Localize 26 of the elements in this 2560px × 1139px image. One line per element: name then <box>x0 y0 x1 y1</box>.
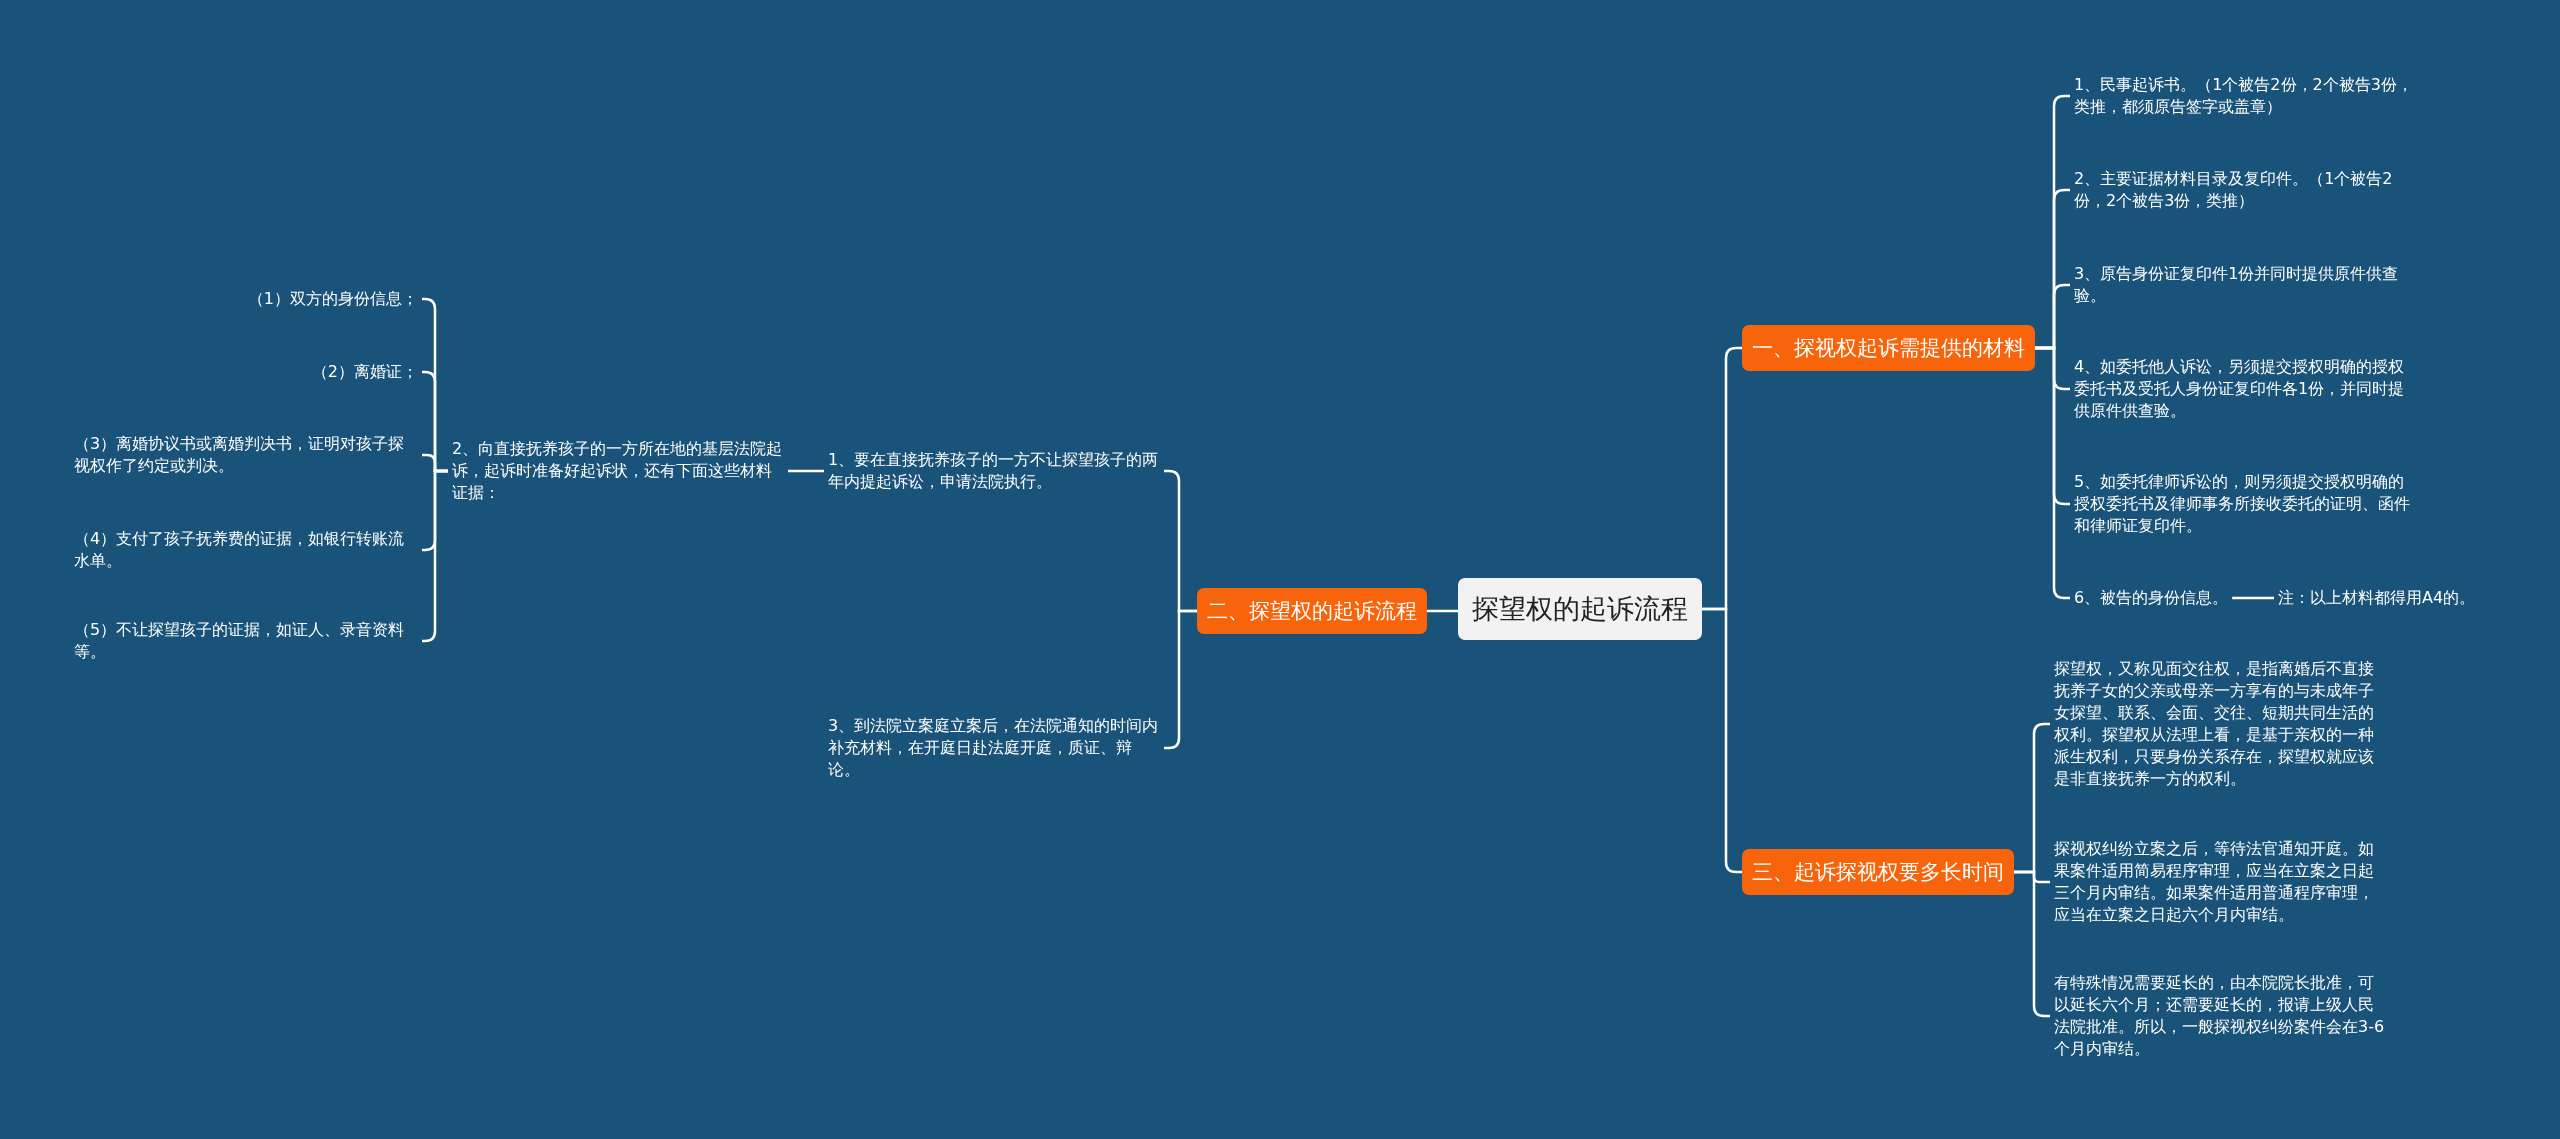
topic-text: （3）离婚协议书或离婚判决书，证明对孩子探视权作了约定或判决。 <box>70 431 422 479</box>
central-topic-box: 探望权的起诉流程 <box>1458 578 1702 640</box>
topic-text: 探视权纠纷立案之后，等待法官通知开庭。如果案件适用简易程序审理，应当在立案之日起三个月内审结。如果案件适用普通程序审理，应当在立案之日起六个月内审结。 <box>2050 836 2390 928</box>
topic-text: 1、要在直接抚养孩子的一方不让探望孩子的两年内提起诉讼，申请法院执行。 <box>824 447 1164 495</box>
connector-line <box>788 469 824 473</box>
topic-text: 5、如委托律师诉讼的，则另须提交授权明确的授权委托书及律师事务所接收委托的证明、函件和律师证复印件。 <box>2070 469 2420 539</box>
topic-box: 三、起诉探视权要多长时间 <box>1742 849 2014 895</box>
topic-text: 2、主要证据材料目录及复印件。（1个被告2份，2个被告3份，类推） <box>2070 166 2420 214</box>
topic-text: （5）不让探望孩子的证据，如证人、录音资料等。 <box>70 617 422 665</box>
topic-text: 有特殊情况需要延长的，由本院院长批准，可以延长六个月；还需要延长的，报请上级人民法院批准。所以，一般探视权纠纷案件会在3-6个月内审结。 <box>2050 970 2390 1062</box>
topic-box: 一、探视权起诉需提供的材料 <box>1742 325 2035 371</box>
topic-text: （2）离婚证； <box>70 359 422 385</box>
topic-text: 探望权，又称见面交往权，是指离婚后不直接抚养子女的父亲或母亲一方享有的与未成年子女探望、联系、会面、交往、短期共同生活的权利。探望权从法理上看，是基于亲权的一种派生权利，只要身份关系存在，探望权就应该是非直接抚养一方的权利。 <box>2050 656 2390 792</box>
topic-text: 3、到法院立案庭立案后，在法院通知的时间内补充材料，在开庭日赴法庭开庭，质证、辩论。 <box>824 713 1164 783</box>
topic-text: 2、向直接抚养孩子的一方所在地的基层法院起诉，起诉时准备好起诉状，还有下面这些材料证据： <box>448 436 788 506</box>
connector-line <box>1427 609 1458 613</box>
topic-text: （1）双方的身份信息； <box>70 286 422 312</box>
topic-box: 二、探望权的起诉流程 <box>1197 588 1427 634</box>
topic-text: 3、原告身份证复印件1份并同时提供原件供查验。 <box>2070 261 2420 309</box>
topic-text: 注：以上材料都得用A4的。 <box>2274 585 2480 611</box>
topic-text: （4）支付了孩子抚养费的证据，如银行转账流水单。 <box>70 526 422 574</box>
connector-line <box>2232 596 2274 600</box>
topic-text: 1、民事起诉书。（1个被告2份，2个被告3份，类推，都须原告签字或盖章） <box>2070 72 2420 120</box>
connector-line <box>1702 607 1742 874</box>
topic-text: 6、被告的身份信息。 <box>2070 585 2233 611</box>
topic-text: 4、如委托他人诉讼，另须提交授权明确的授权委托书及受托人身份证复印件各1份，并同时提供原件供查验。 <box>2070 354 2420 424</box>
